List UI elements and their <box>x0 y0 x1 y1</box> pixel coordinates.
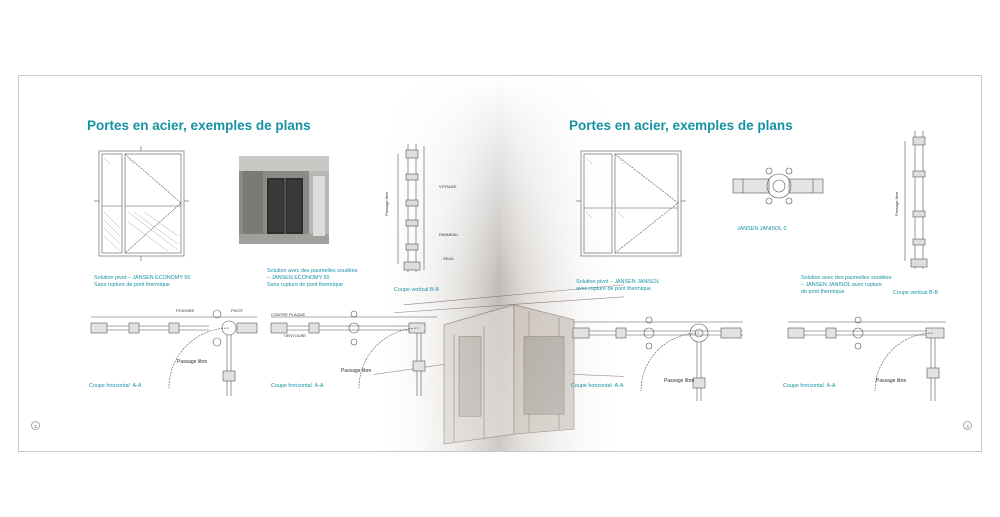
passage-libre-label-1: Passage libre <box>664 378 695 384</box>
passage-libre-vertical-label: Passage libre <box>894 191 899 216</box>
door-elevation-caption: Solution pivot – JANSEN JANISOL avec rup… <box>576 279 660 292</box>
seuil-label: SEUIL <box>443 256 455 261</box>
horizontal-section-drawing-1 <box>90 309 258 396</box>
passage-libre-label-1: Passage libre <box>177 359 208 365</box>
page-title: Portes en acier, exemples de plans <box>569 118 793 133</box>
right-page: Portes en acier, exemples de plans Solut… <box>501 76 981 451</box>
horizontal-section-caption-1: Coupe horizontal A-A <box>89 383 142 389</box>
vitrage-label: VITRAGE <box>439 184 457 189</box>
passage-libre-vertical-label: Passage libre <box>384 191 389 216</box>
hinged-caption: Solution avec des paumelles soudées – JA… <box>801 275 892 295</box>
pivot-label: PIVOT <box>231 308 244 313</box>
vertical-section-drawing <box>397 144 425 272</box>
vertical-section-caption: Coupe vertical B-B <box>394 287 439 293</box>
ventouse-label: VENTOUSE <box>284 333 306 338</box>
passage-libre-label-2: Passage libre <box>876 378 907 384</box>
horizontal-section-caption-1: Coupe horizontal A-A <box>571 383 624 389</box>
poignee-label: POIGNEE <box>176 308 195 313</box>
vertical-section-caption: Coupe vertical B-B <box>893 290 938 296</box>
page-number: 3 <box>963 421 972 430</box>
horizontal-section-caption-2: Coupe horizontal A-A <box>271 383 324 389</box>
contre-plaque-label: CONTRE PLAQUE <box>271 312 306 317</box>
vertical-section-drawing <box>904 131 928 269</box>
pivot-detail-drawing <box>732 167 824 205</box>
page-title: Portes en acier, exemples de plans <box>87 118 311 133</box>
door-elevation-drawing <box>576 150 686 257</box>
panneau-label: PANNEAU <box>439 232 459 237</box>
door-elevation-caption: Solution pivot – JANSEN ECONOMY 50 Sans … <box>94 275 191 288</box>
passage-libre-label-2: Passage libre <box>341 368 372 374</box>
left-page: Portes en acier, exemples de plans <box>19 76 501 451</box>
photo-caption: Solution avec des paumelles soudées – JA… <box>267 268 358 288</box>
door-elevation-drawing <box>94 146 189 261</box>
pivot-detail-caption: JANSEN JANISOL 0 <box>737 226 787 232</box>
door-photo <box>239 156 329 244</box>
horizontal-section-drawing-2 <box>270 310 437 396</box>
horizontal-section-drawing-2 <box>787 316 946 401</box>
horizontal-section-drawing-1 <box>572 316 743 401</box>
horizontal-section-caption-2: Coupe horizontal A-A <box>783 383 836 389</box>
page-number: 2 <box>31 421 40 430</box>
brochure-spread: Portes en acier, exemples de plans <box>18 75 982 452</box>
